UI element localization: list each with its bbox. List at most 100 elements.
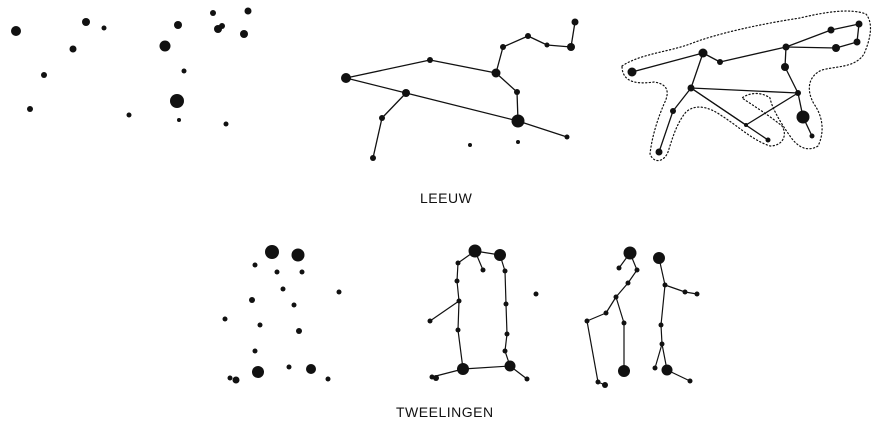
gemini-star-only-star [274,269,280,275]
gemini-line [457,329,464,370]
gemini-figure-line [664,284,686,293]
leo-star-only-star [159,40,171,52]
gemini-star-only-star [222,316,228,322]
gemini-figure-star [584,318,590,324]
leo-star-only-star [181,68,187,74]
leo-star [379,115,385,121]
leo-star [491,68,501,78]
leo-figure-star [765,137,771,143]
leo-figure-star [781,63,789,71]
leo-figure-star [782,43,790,51]
leo-figure-star [687,84,695,92]
gemini-figure-star [603,310,609,316]
gemini-line [504,270,507,305]
gemini-star [502,268,508,274]
leo-line [345,59,431,79]
gemini-figure-line [586,312,607,322]
gemini-figure-line [615,296,625,324]
leo-star [370,155,376,161]
leo-figure-line [690,87,799,94]
leo-figure-line [785,46,837,49]
gemini-line [429,300,460,322]
gemini-star [427,318,433,324]
gemini-star-only-star [249,297,255,303]
gemini-line [462,365,511,370]
gemini-star-only-star [252,348,258,354]
gemini-star [454,278,460,284]
leo-star [564,134,570,140]
leo-star-only-star [27,106,33,112]
gemini-figure-star [613,294,619,300]
leo-star [525,33,531,39]
leo-star-only-star [174,21,182,29]
leo-star [427,57,433,63]
leo-figure-star [698,48,708,58]
gemini-star-only-star [286,364,292,370]
leo-figure-star [855,20,863,28]
gemini-star-only-star [227,375,233,381]
gemini-figure-line [605,296,617,314]
gemini-star-only-star [306,364,316,374]
gemini-line [457,300,460,331]
gemini-star [455,260,461,266]
leo-figure-star [795,90,801,96]
leo-star-only-star [210,10,216,16]
gemini-star [502,348,508,354]
leo-line [517,120,568,138]
gemini-star-only-star [336,289,342,295]
leo-star-only-star [223,121,229,127]
gemini-star-only-star [232,376,240,384]
gemini-star [503,301,509,307]
leo-figure-star [670,108,676,114]
leo-star [511,114,525,128]
leo-star [341,73,351,83]
gemini-star [533,291,539,297]
leo-line [381,92,407,119]
gemini-figure-star [634,267,640,273]
leo-figure-outline [621,10,872,162]
leo-star [500,44,506,50]
leo-figure-star [853,38,861,46]
leo-figure-line [631,52,704,73]
gemini-figure-star [694,291,700,297]
gemini-figure-star [682,289,688,295]
leo-figure-line [745,92,799,126]
leo-star-only-star [11,26,21,36]
leo-line [372,117,383,159]
gemini-figure-star [662,282,668,288]
gemini-star-only-star [265,245,279,259]
gemini-figure-star [602,382,608,388]
leo-line [546,44,572,48]
leo-star-only-star [170,94,184,108]
leo-figure-line [719,46,787,63]
leo-star [514,89,520,95]
gemini-figure-star [625,280,631,286]
gemini-star [480,267,486,273]
gemini-star [455,327,461,333]
gemini-line [505,303,508,335]
leo-star-only-star [126,112,132,118]
gemini-figure-star [658,322,664,328]
leo-star [567,43,575,51]
leo-figure-star [655,148,663,156]
gemini-star [504,360,516,372]
gemini-line [504,333,508,352]
leo-figure-line [658,110,674,153]
leo-figure-star [796,110,810,124]
gemini-line [456,280,460,302]
leo-star [571,18,579,26]
leo-figure-star [744,123,748,127]
gemini-figure-star [653,252,665,264]
gemini-figure-line [627,269,638,284]
gemini-figure-line [615,282,629,298]
gemini-star-only-star [291,248,305,262]
gemini-star-only-star [280,286,286,292]
leo-star [402,89,410,97]
gemini-figure-star [616,265,622,271]
gemini-star [524,376,530,382]
gemini-star-only-star [296,328,302,334]
leo-star [516,140,520,144]
gemini-figure-star [661,364,673,376]
gemini-star [494,249,506,261]
